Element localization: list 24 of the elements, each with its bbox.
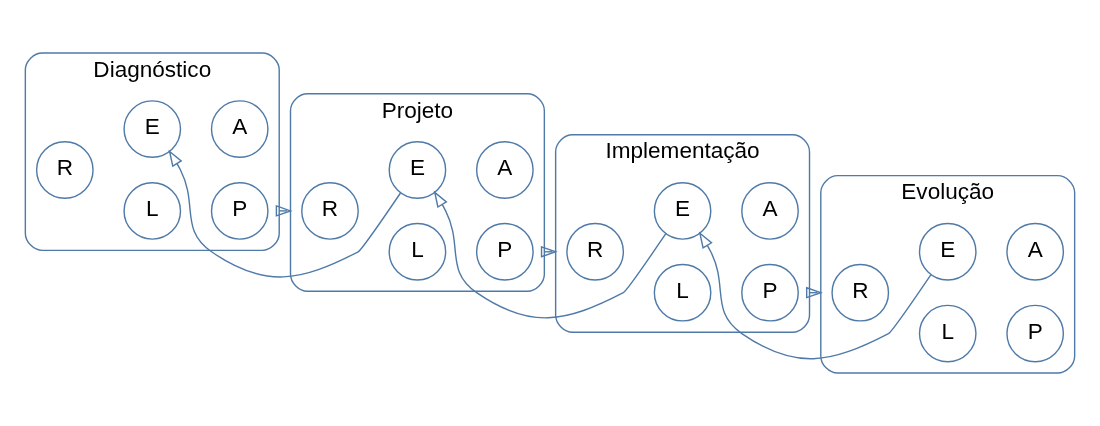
arrow <box>698 231 932 360</box>
arrow <box>433 190 667 319</box>
node-circle: A <box>1006 222 1065 281</box>
arrow <box>275 204 293 217</box>
node-circle: R <box>35 141 94 199</box>
node-circle: L <box>653 263 712 322</box>
node-circle: E <box>388 141 447 199</box>
node-circle: A <box>741 181 799 240</box>
node-circle: E <box>653 181 712 240</box>
node-circle: L <box>918 304 977 363</box>
node-circle: P <box>1006 304 1065 363</box>
node-circle: P <box>210 181 269 240</box>
node-circle: R <box>566 222 625 281</box>
node-circle: L <box>123 181 182 240</box>
node-circle: E <box>918 222 977 281</box>
node-circle: A <box>210 100 269 158</box>
node-circle: P <box>475 222 534 281</box>
node-circle: L <box>388 222 447 281</box>
node-circle: P <box>741 263 799 322</box>
node-circle: A <box>475 141 534 199</box>
node-circle: E <box>123 100 182 158</box>
arrow <box>168 149 402 278</box>
node-circle: R <box>831 263 890 322</box>
node-circle: R <box>301 181 359 240</box>
